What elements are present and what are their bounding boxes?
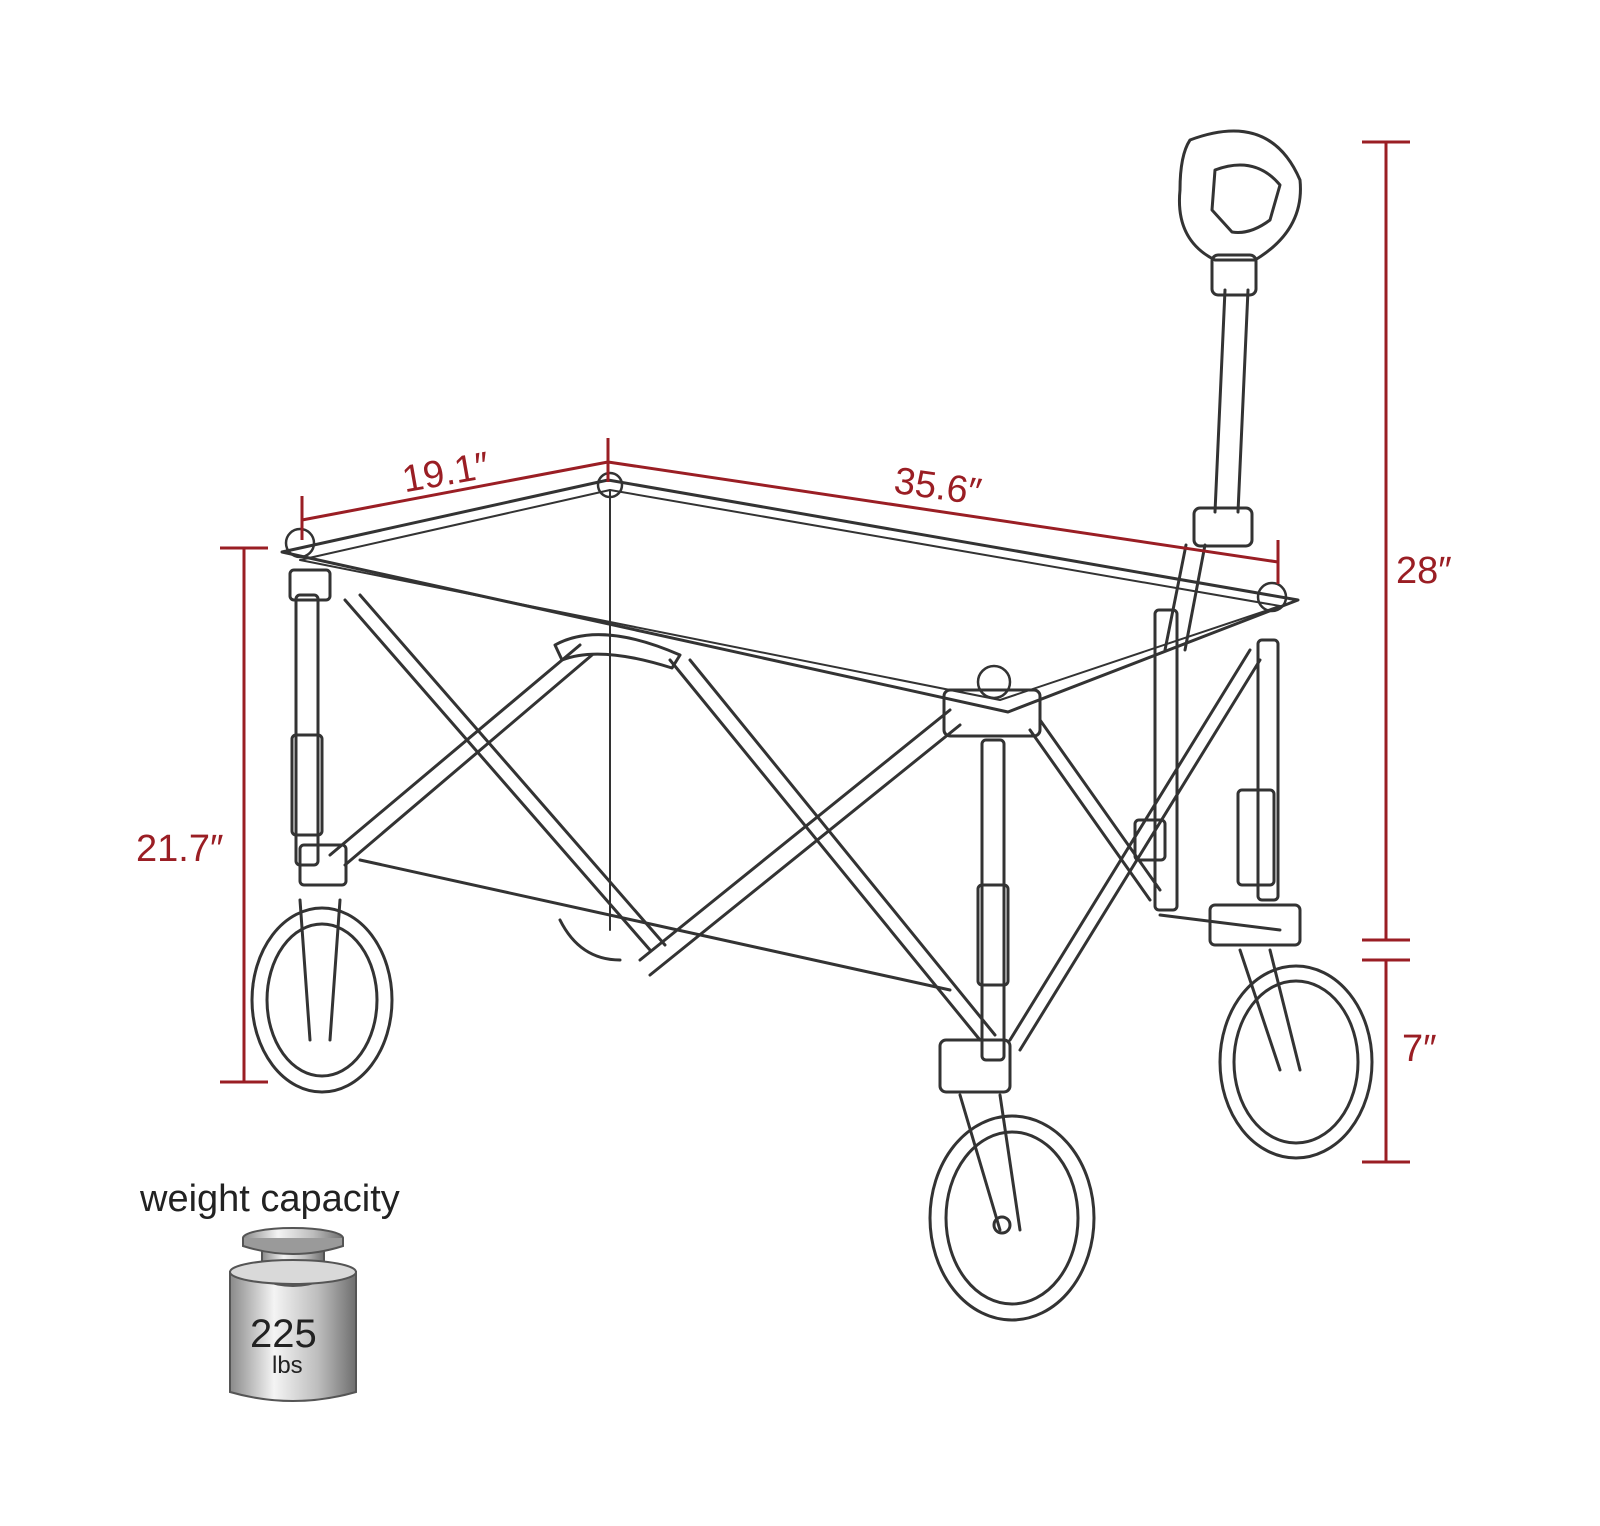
- wagon-corner-caps: [284, 471, 1288, 700]
- body-height-label: 21.7″: [136, 828, 224, 870]
- wagon-wheel-front-left: [250, 898, 394, 1094]
- wagon-wheel-front-right: [928, 1093, 1096, 1322]
- dimension-lines: [220, 140, 1410, 1164]
- weight-capacity-unit: lbs: [272, 1352, 303, 1379]
- wagon-wheel-back-right: [1218, 948, 1374, 1160]
- weight-capacity-value: 225: [250, 1312, 317, 1356]
- wagon-fabric-bottom: [358, 858, 952, 992]
- dim-line-length: [607, 460, 1279, 564]
- wagon-cross-brace-side: [328, 593, 997, 1042]
- wagon-wheel-back-left: [558, 918, 622, 962]
- clearance-label: 7″: [1402, 1028, 1437, 1070]
- wagon-cross-brace-rear: [1008, 648, 1282, 1052]
- wagon-pull-handle: [1163, 129, 1302, 652]
- weight-capacity-title: weight capacity: [140, 1178, 400, 1220]
- wagon-handle-post: [1133, 608, 1179, 912]
- wagon-leg-back-right: [1236, 638, 1280, 902]
- wagon-leg-front-right: [938, 688, 1042, 1094]
- wagon-leg-front-left: [288, 568, 348, 887]
- wagon-rear-bracket: [1208, 903, 1302, 947]
- handle-height-label: 28″: [1396, 550, 1452, 592]
- wagon-top-frame: [280, 478, 1300, 714]
- dim-line-width: [301, 460, 609, 522]
- wagon-carry-strap: [553, 633, 682, 670]
- weight-icon: [229, 1227, 357, 1402]
